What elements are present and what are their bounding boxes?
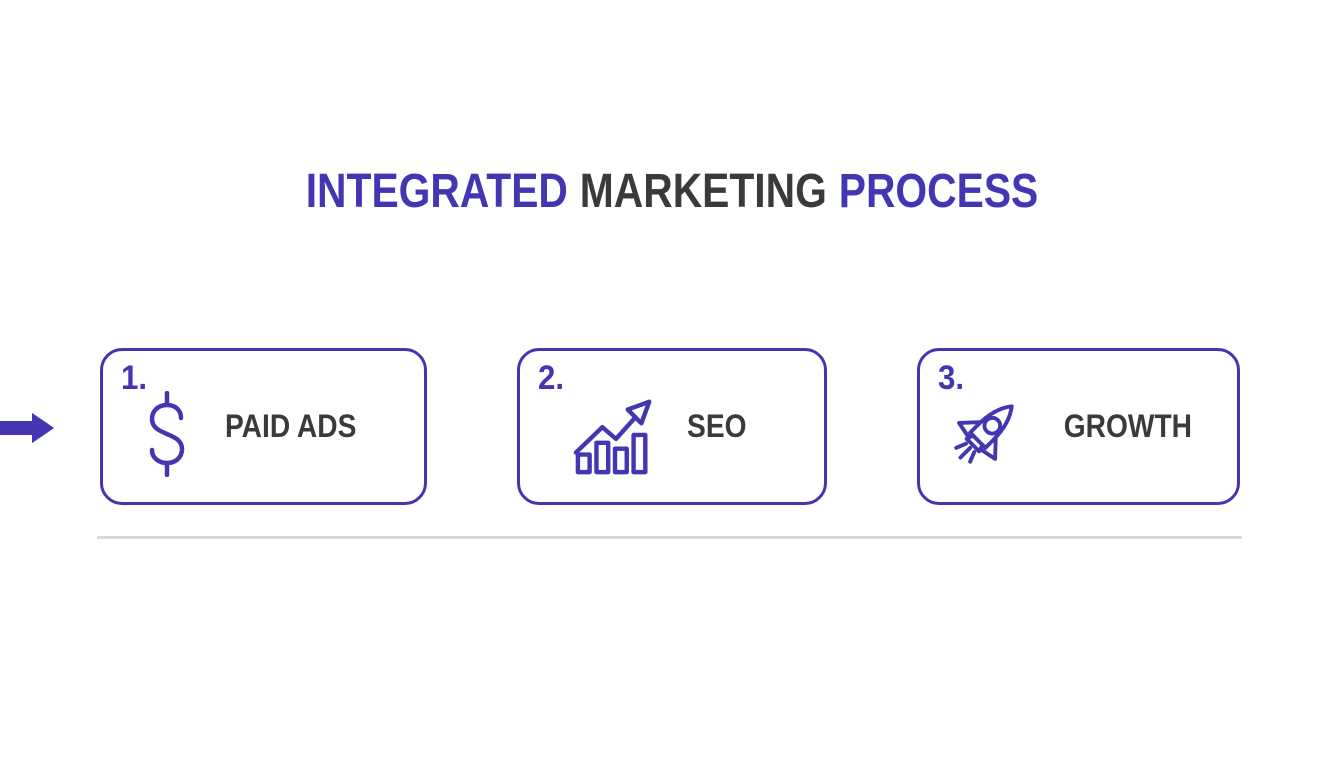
step-2-label: SEO bbox=[687, 408, 747, 444]
step-2-number: 2. bbox=[538, 359, 565, 397]
step-1-number: 1. bbox=[121, 359, 148, 397]
title-segment-process: PROCESS bbox=[838, 165, 1039, 218]
step-1-label: PAID ADS bbox=[224, 408, 357, 444]
title-segment-marketing: MARKETING bbox=[579, 165, 827, 218]
step-box-paid-ads: 1. PAID ADS bbox=[100, 348, 427, 505]
arrow-right-icon bbox=[0, 413, 54, 443]
step-3-number: 3. bbox=[938, 359, 965, 397]
rocket-icon bbox=[937, 387, 1031, 481]
dollar-sign-icon bbox=[142, 390, 192, 477]
step-box-seo: 2. SEO bbox=[517, 348, 827, 505]
step-3-label: GROWTH bbox=[1063, 408, 1192, 444]
bar-chart-arrow-icon bbox=[573, 393, 659, 475]
title-segment-integrated: INTEGRATED bbox=[305, 165, 568, 218]
step-box-growth: 3. GROWTH bbox=[917, 348, 1240, 505]
divider-line bbox=[97, 536, 1242, 539]
